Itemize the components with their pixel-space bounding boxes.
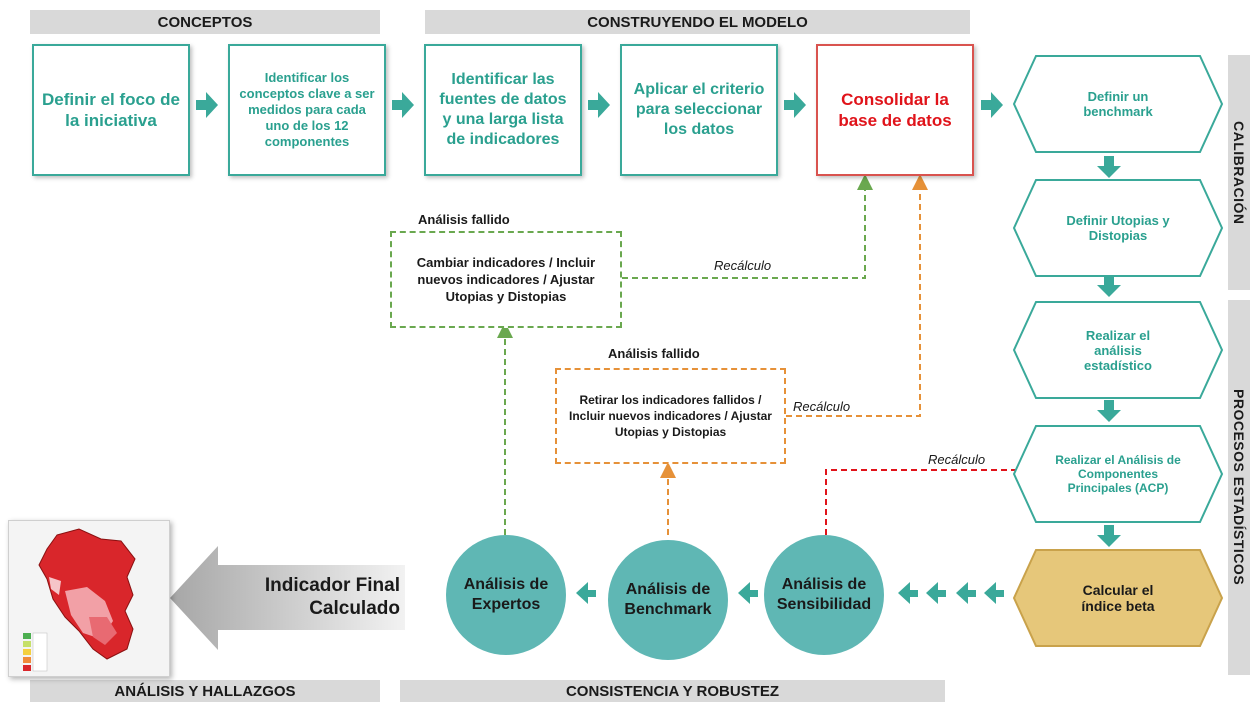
circle-sensibilidad-text: Análisis de Sensibilidad bbox=[776, 576, 872, 613]
hex-acp-text: Realizar el Análisis de Componentes Prin… bbox=[1055, 453, 1181, 495]
side-procesos-label: PROCESOS ESTADÍSTICOS bbox=[1231, 389, 1247, 586]
circle-benchmark: Análisis de Benchmark bbox=[608, 540, 728, 660]
step-definir-foco-text: Definir el foco de la iniciativa bbox=[42, 90, 180, 130]
step-identificar-fuentes: Identificar las fuentes de datos y una l… bbox=[424, 44, 582, 176]
down-arrows bbox=[1097, 156, 1121, 547]
hex-acp: Realizar el Análisis de Componentes Prin… bbox=[1012, 424, 1224, 524]
failed-box-2-text: Retirar los indicadores fallidos / Inclu… bbox=[569, 393, 772, 439]
arrow-down-icon bbox=[1097, 400, 1121, 422]
recalc-label-green: Recálculo bbox=[714, 258, 772, 273]
big-left-arrow bbox=[170, 546, 405, 650]
circle-sensibilidad: Análisis de Sensibilidad bbox=[764, 535, 884, 655]
left-arrows bbox=[576, 582, 1004, 604]
final-indicator-text: Indicador Final Calculado bbox=[264, 575, 400, 619]
arrow-left-icon bbox=[984, 582, 1004, 604]
hex-utopias-text: Definir Utopias y Distopias bbox=[1066, 213, 1170, 243]
failed-box-1-text: Cambiar indicadores / Incluir nuevos ind… bbox=[416, 255, 596, 304]
peru-map-thumbnail bbox=[8, 520, 170, 677]
green-recalc-path bbox=[497, 174, 873, 535]
side-calibracion: CALIBRACIÓN bbox=[1228, 55, 1250, 290]
failed-label-2: Análisis fallido bbox=[608, 346, 700, 361]
hex-benchmark: Definir un benchmark bbox=[1012, 54, 1224, 154]
recalc-label-red: Recálculo bbox=[928, 452, 986, 467]
hex-analisis-estadistico: Realizar el análisis estadístico bbox=[1012, 300, 1224, 400]
failed-box-2: Retirar los indicadores fallidos / Inclu… bbox=[555, 368, 786, 464]
step-definir-foco: Definir el foco de la iniciativa bbox=[32, 44, 190, 176]
orange-recalc-path bbox=[660, 174, 928, 535]
step-consolidar: Consolidar la base de datos bbox=[816, 44, 974, 176]
hex-utopias: Definir Utopias y Distopias bbox=[1012, 178, 1224, 278]
hex-analisis-estadistico-text: Realizar el análisis estadístico bbox=[1084, 327, 1152, 373]
step-identificar-fuentes-text: Identificar las fuentes de datos y una l… bbox=[439, 71, 567, 148]
arrow-down-icon bbox=[1097, 156, 1121, 178]
hex-indice-beta: Calcular el índice beta bbox=[1012, 548, 1224, 648]
red-recalc-path bbox=[825, 462, 1044, 535]
hex-benchmark-text: Definir un benchmark bbox=[1083, 89, 1153, 119]
band-analisis: ANÁLISIS Y HALLAZGOS bbox=[30, 680, 380, 702]
arrow-right-icon bbox=[588, 92, 610, 118]
top-arrows bbox=[196, 92, 1003, 118]
recalc-label-orange: Recálculo bbox=[793, 399, 851, 414]
side-procesos: PROCESOS ESTADÍSTICOS bbox=[1228, 300, 1250, 675]
arrow-left-icon bbox=[926, 582, 946, 604]
arrow-right-icon bbox=[981, 92, 1003, 118]
arrow-right-icon bbox=[196, 92, 218, 118]
step-consolidar-text: Consolidar la base de datos bbox=[838, 90, 952, 130]
band-consistencia: CONSISTENCIA Y ROBUSTEZ bbox=[400, 680, 945, 702]
arrow-right-icon bbox=[784, 92, 806, 118]
arrow-right-icon bbox=[392, 92, 414, 118]
map-icon bbox=[23, 528, 136, 672]
failed-box-1: Cambiar indicadores / Incluir nuevos ind… bbox=[390, 231, 622, 328]
arrow-left-icon bbox=[738, 582, 758, 604]
arrow-down-icon bbox=[1097, 275, 1121, 297]
failed-label-1: Análisis fallido bbox=[418, 212, 510, 227]
step-aplicar-criterio-text: Aplicar el criterio para seleccionar los… bbox=[633, 81, 765, 138]
circle-expertos-text: Análisis de Expertos bbox=[463, 576, 549, 613]
circle-benchmark-text: Análisis de Benchmark bbox=[624, 581, 712, 618]
arrow-left-icon bbox=[898, 582, 918, 604]
arrow-left-icon bbox=[956, 582, 976, 604]
hex-indice-beta-text: Calcular el índice beta bbox=[1081, 582, 1155, 614]
arrow-left-icon bbox=[576, 582, 596, 604]
circle-expertos: Análisis de Expertos bbox=[446, 535, 566, 655]
step-identificar-conceptos: Identificar los conceptos clave a ser me… bbox=[228, 44, 386, 176]
step-aplicar-criterio: Aplicar el criterio para seleccionar los… bbox=[620, 44, 778, 176]
band-construyendo: CONSTRUYENDO EL MODELO bbox=[425, 10, 970, 34]
side-calibracion-label: CALIBRACIÓN bbox=[1231, 120, 1247, 225]
arrow-down-icon bbox=[1097, 525, 1121, 547]
step-identificar-conceptos-text: Identificar los conceptos clave a ser me… bbox=[239, 70, 375, 149]
band-conceptos: CONCEPTOS bbox=[30, 10, 380, 34]
